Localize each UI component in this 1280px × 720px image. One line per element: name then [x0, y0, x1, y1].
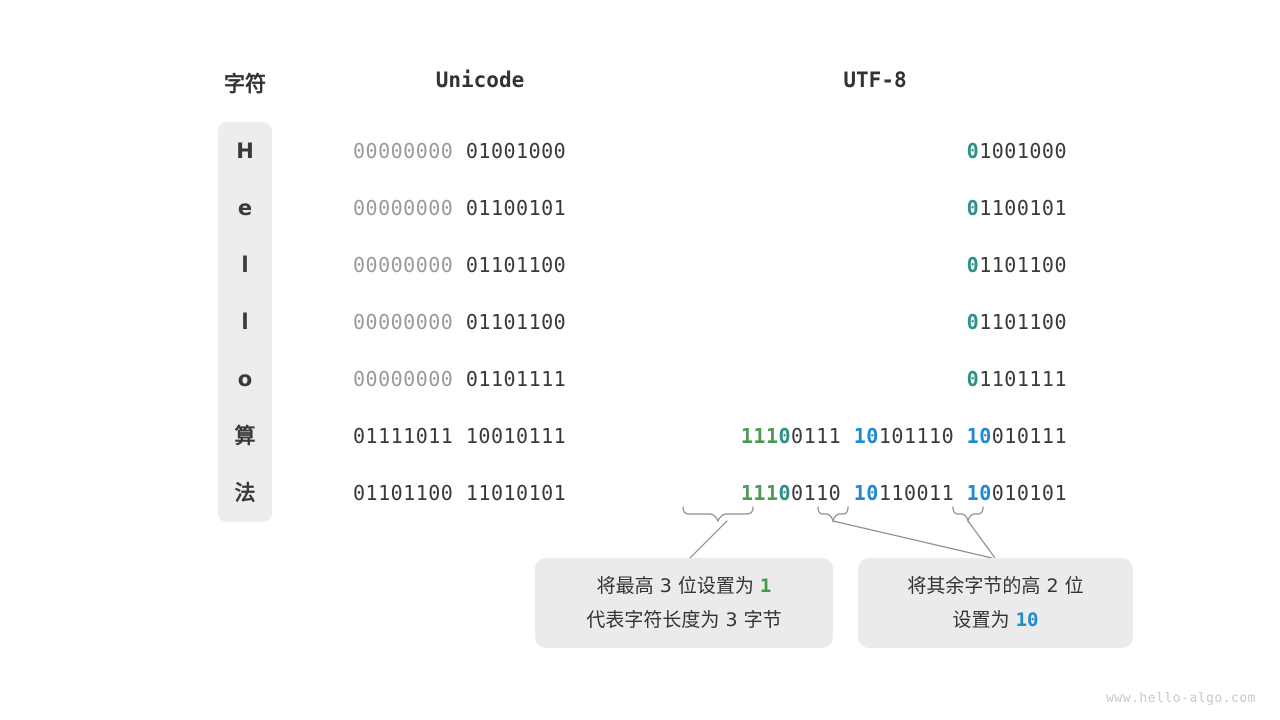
- callout-left-line2: 代表字符长度为 3 字节: [586, 609, 782, 631]
- callout-continuation-bits: 将其余字节的高 2 位 设置为 10: [858, 558, 1133, 648]
- utf8-bits: 01101100: [966, 253, 1067, 277]
- unicode-bits: 01111011 10010111: [353, 424, 567, 448]
- callout-left-line1: 将最高 3 位设置为 1: [596, 575, 772, 597]
- column-header-char: 字符: [224, 72, 266, 96]
- character-column-panel: [218, 122, 272, 522]
- callout-left-count: 3: [659, 575, 672, 597]
- column-header-unicode: Unicode: [435, 68, 525, 92]
- char-cell: H: [236, 139, 254, 163]
- char-cell: 算: [234, 424, 256, 448]
- utf8-bits: 01001000: [966, 139, 1067, 163]
- utf8-bits: 01101100: [966, 310, 1067, 334]
- callout-left-value: 1: [759, 575, 772, 597]
- char-cell: o: [237, 367, 253, 391]
- watermark: www.hello-algo.com: [1106, 691, 1256, 706]
- char-cell: l: [241, 253, 249, 277]
- char-cell: 法: [234, 481, 256, 505]
- unicode-bits: 00000000 01001000: [353, 139, 567, 163]
- column-header-utf8: UTF-8: [843, 68, 907, 92]
- utf8-bits: 01101111: [966, 367, 1067, 391]
- callout-right-value: 10: [1015, 609, 1039, 631]
- callout-right-line1: 将其余字节的高 2 位: [907, 575, 1084, 597]
- char-cell: e: [237, 196, 253, 220]
- unicode-bits: 00000000 01101111: [353, 367, 567, 391]
- unicode-bits: 01101100 11010101: [353, 481, 567, 505]
- utf8-bits: 01100101: [966, 196, 1067, 220]
- unicode-bits: 00000000 01101100: [353, 310, 567, 334]
- unicode-bits: 00000000 01100101: [353, 196, 567, 220]
- utf8-bits: 11100110 10110011 10010101: [740, 481, 1067, 505]
- utf8-bits: 11100111 10101110 10010111: [740, 424, 1067, 448]
- unicode-bits: 00000000 01101100: [353, 253, 567, 277]
- callout-right-line2: 设置为 10: [952, 609, 1039, 631]
- callout-leading-bits: 将最高 3 位设置为 1 代表字符长度为 3 字节: [535, 558, 833, 648]
- char-cell: l: [241, 310, 249, 334]
